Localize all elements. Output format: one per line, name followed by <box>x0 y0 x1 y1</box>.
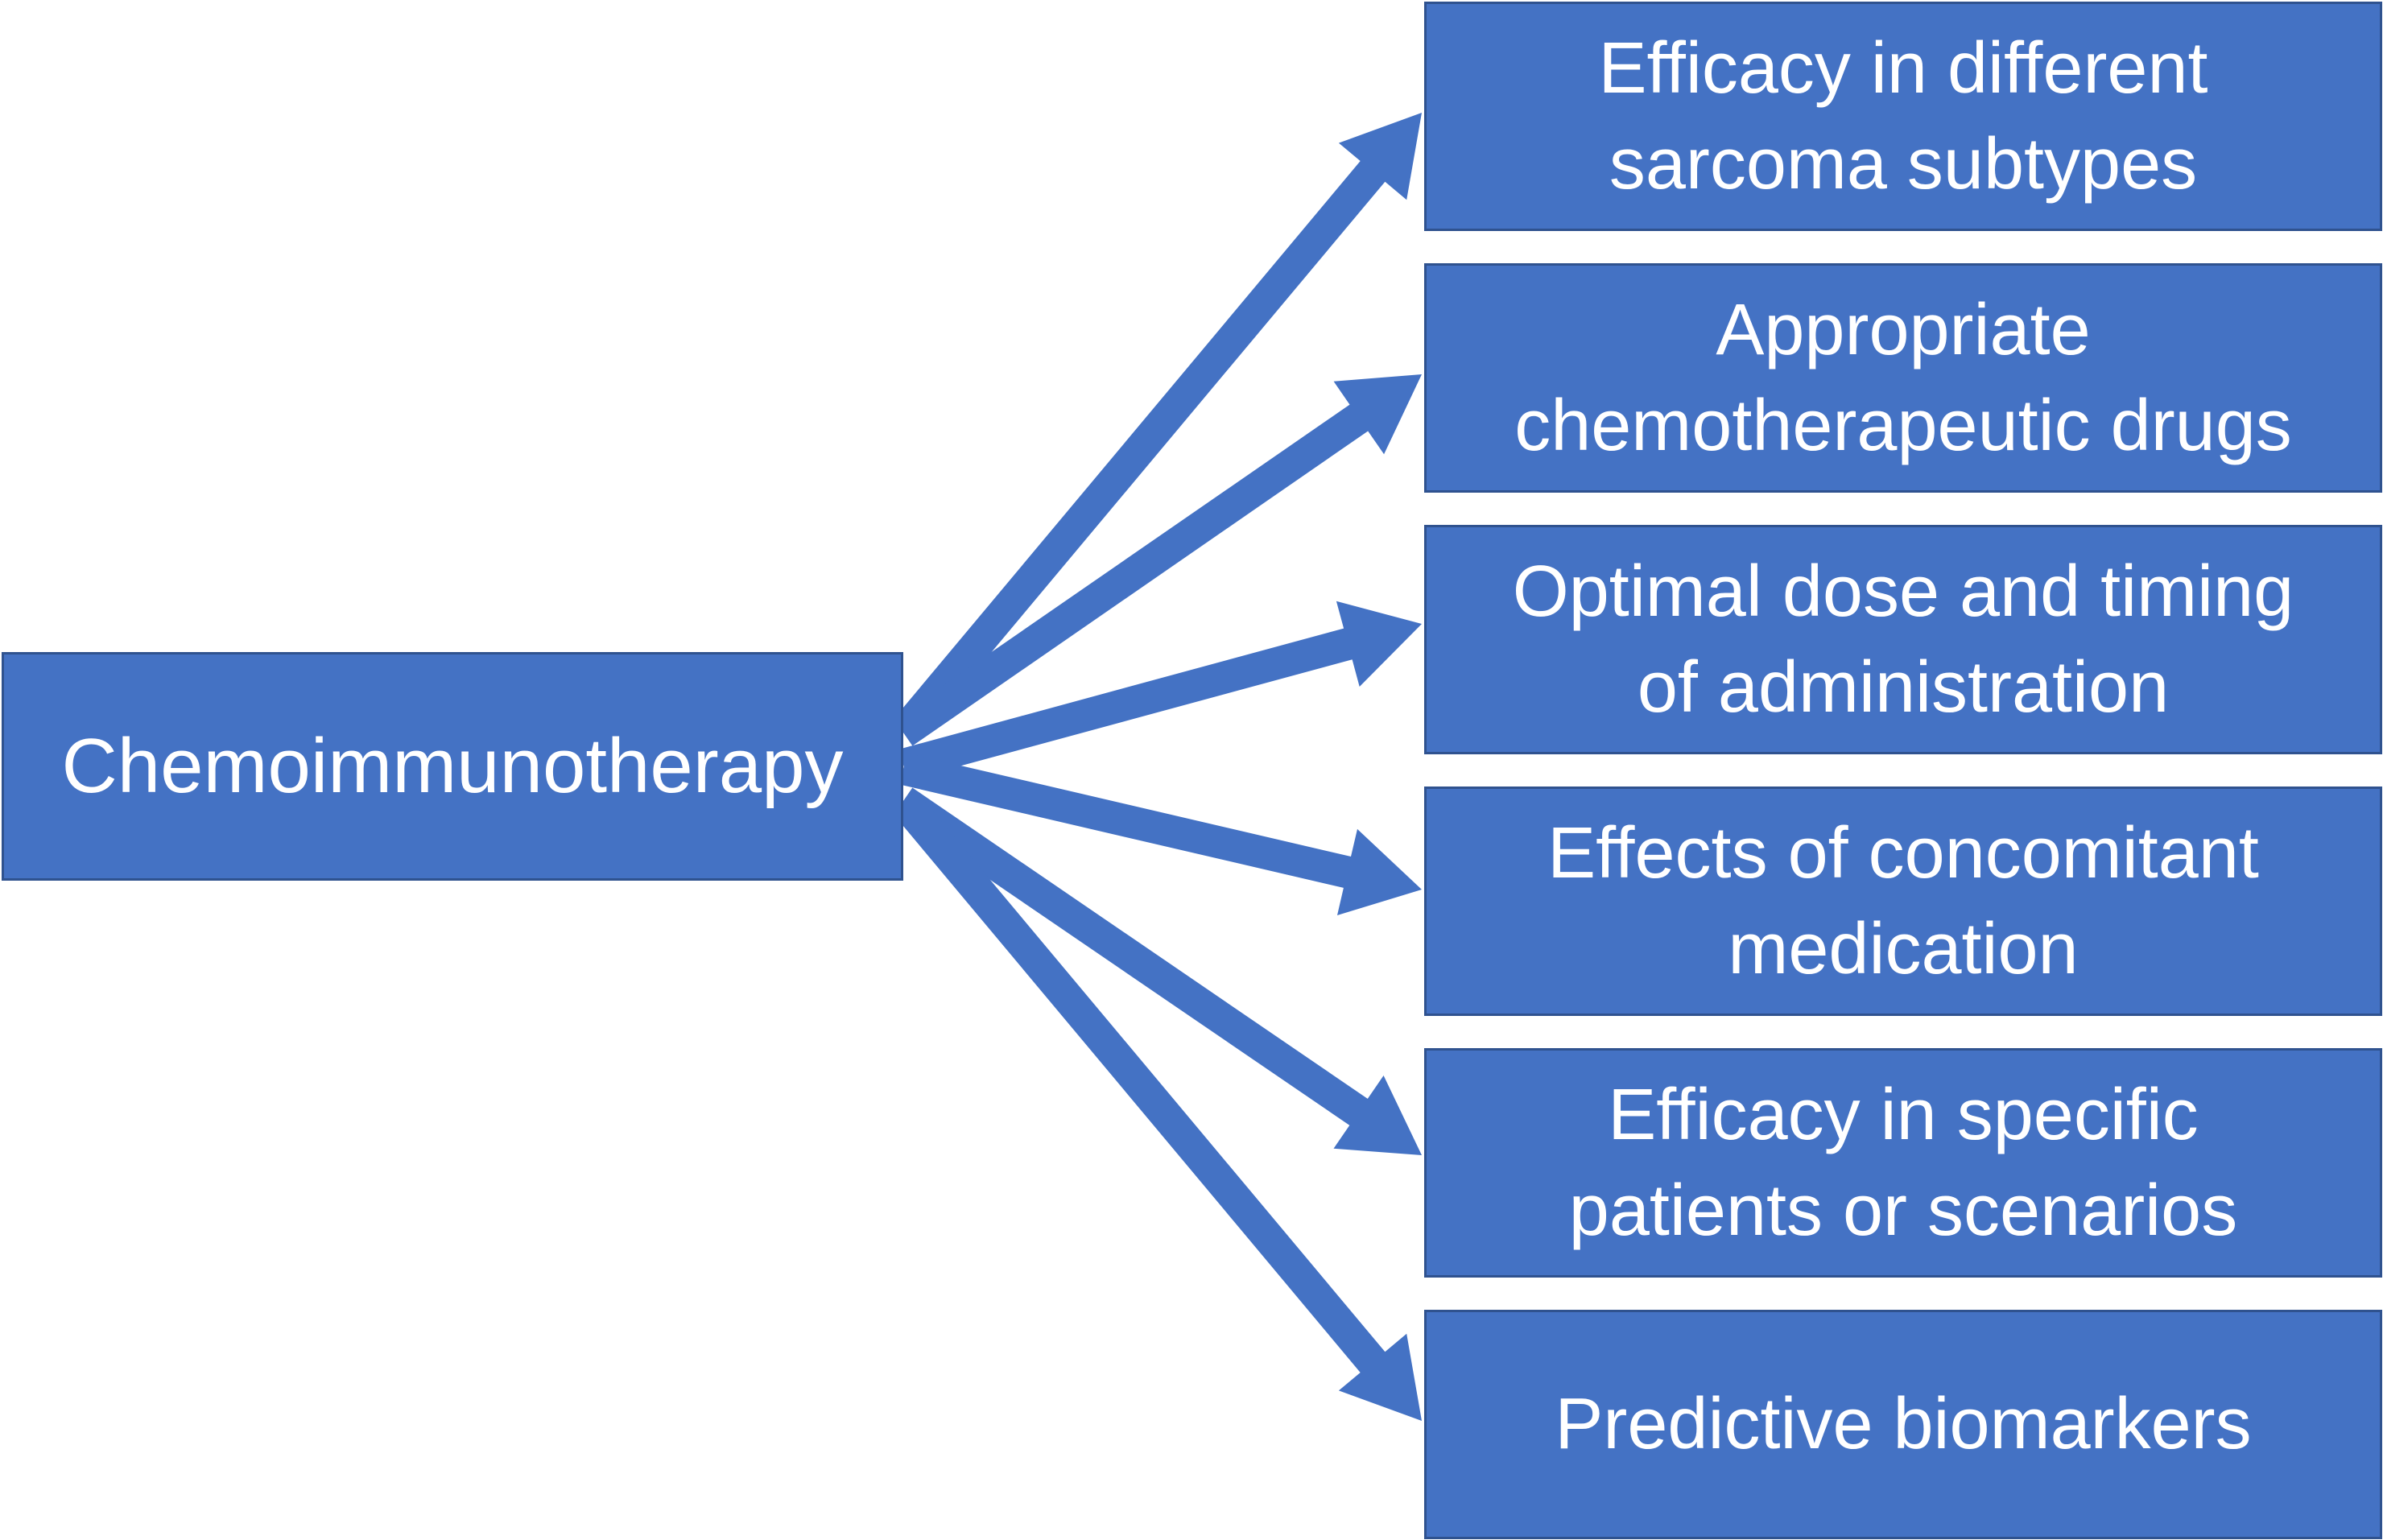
target-box-chemotherapeutic-drugs: Appropriate chemotherapeutic drugs <box>1424 263 2382 493</box>
arrow-to-target-4 <box>899 753 1422 915</box>
target-label: Optimal dose and timing of administratio… <box>1512 551 2294 728</box>
arrow-to-target-5 <box>894 787 1422 1155</box>
target-box-concomitant-medication: Effects of concomitant medication <box>1424 787 2382 1016</box>
target-box-dose-timing: Optimal dose and timing of administratio… <box>1424 525 2382 754</box>
source-box-chemoimmunotherapy: Chemoimmunotherapy <box>2 652 903 881</box>
arrow-to-target-2 <box>894 374 1422 746</box>
target-label: Efficacy in specific patients or scenari… <box>1568 1074 2238 1251</box>
target-label: Effects of concomitant medication <box>1547 812 2259 989</box>
source-label: Chemoimmunotherapy <box>61 723 844 809</box>
arrow-to-target-6 <box>890 791 1422 1421</box>
target-box-predictive-biomarkers: Predictive biomarkers <box>1424 1310 2382 1539</box>
target-label: Predictive biomarkers <box>1555 1384 2252 1465</box>
target-label: Appropriate chemotherapeutic drugs <box>1514 289 2292 466</box>
target-box-specific-patients: Efficacy in specific patients or scenari… <box>1424 1048 2382 1278</box>
target-label: Efficacy in different sarcoma subtypes <box>1598 27 2208 204</box>
target-box-efficacy-subtypes: Efficacy in different sarcoma subtypes <box>1424 2 2382 231</box>
arrow-to-target-3 <box>898 601 1422 781</box>
arrow-to-target-1 <box>890 113 1422 743</box>
